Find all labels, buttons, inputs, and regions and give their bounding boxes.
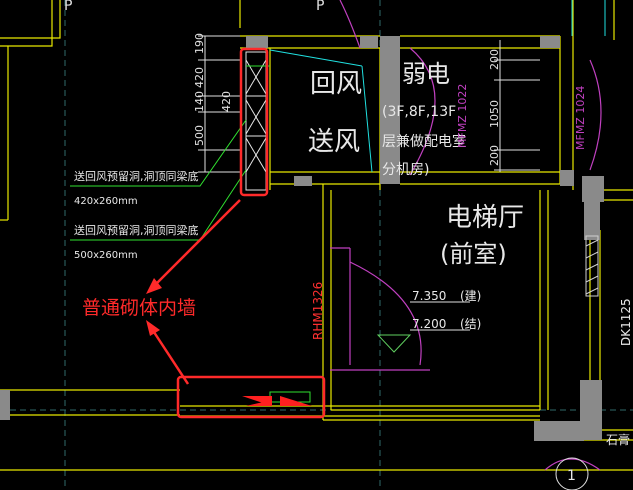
annotation-overlay: 普通砌体内墙 xyxy=(82,47,326,419)
door-swings xyxy=(330,0,602,471)
annotation-arrowhead-2 xyxy=(146,320,160,336)
annotation-arrow-2 xyxy=(148,325,190,385)
right-dimension-texts: 200 1050 200 xyxy=(488,49,501,166)
elevation-type-struct: (结) xyxy=(460,317,481,331)
elevation-value-arch: 7.350 xyxy=(412,289,446,303)
note-1-text: 送回风预留洞,洞顶同梁底 xyxy=(74,169,199,183)
note-2-size: 500x260mm xyxy=(74,250,138,261)
axis-marker-circle xyxy=(555,457,589,490)
top-letter-middle: P xyxy=(316,0,324,14)
dim-420-b: 420 xyxy=(220,91,233,112)
dim-140: 140 xyxy=(193,91,206,112)
room-label-supply-air: 送风 xyxy=(308,127,360,157)
dim-200-bottom: 200 xyxy=(488,145,501,166)
elevation-type-arch: (建) xyxy=(460,289,481,303)
annotation-arrowhead-1 xyxy=(146,278,162,294)
door-triangle xyxy=(376,334,412,353)
door-tag-mfmz-1024: MFMZ 1024 xyxy=(574,86,587,150)
dim-1050: 1050 xyxy=(488,100,501,128)
room-label-return-air: 回风 xyxy=(310,69,362,99)
elevation-marks xyxy=(410,301,470,331)
annotation-arrow-1 xyxy=(149,199,241,291)
weak-current-note-3: 分机房) xyxy=(382,162,429,178)
bottom-wall-element xyxy=(242,391,312,406)
note-2-text: 送回风预留洞,洞顶同梁底 xyxy=(74,223,199,237)
annotation-box-vent[interactable] xyxy=(239,47,269,197)
shaft-lines xyxy=(269,0,606,173)
dim-420-a: 420 xyxy=(193,67,206,88)
top-letter-left: P xyxy=(64,0,72,14)
dim-190: 190 xyxy=(193,33,206,54)
room-label-elevator-hall-sub: (前室) xyxy=(440,240,507,268)
door-tag-dk1125: DK1125 xyxy=(619,298,633,346)
door-tag-mfmz-1022: MFMZ 1022 xyxy=(456,84,469,148)
axis-marker-label: 1 xyxy=(567,468,576,484)
corner-text: 石膏 xyxy=(606,432,630,447)
left-dimension-chain xyxy=(198,35,240,173)
door-tag-rhm1326: RHM1326 xyxy=(311,282,325,340)
room-label-weak-current: 弱电 xyxy=(402,60,450,88)
wall-fills xyxy=(0,36,604,441)
annotation-label: 普通砌体内墙 xyxy=(82,297,196,319)
weak-current-note-1: (3F,8F,13F xyxy=(382,104,456,120)
room-label-elevator-hall: 电梯厅 xyxy=(446,203,524,233)
dim-200-top: 200 xyxy=(488,49,501,70)
elevation-value-struct: 7.200 xyxy=(412,317,446,331)
note-1-size: 420x260mm xyxy=(74,196,138,207)
dim-500: 500 xyxy=(193,125,206,146)
right-column-hatch xyxy=(585,235,599,297)
right-dimension-chain xyxy=(494,40,540,172)
weak-current-note-2: 层兼做配电室 xyxy=(382,133,466,150)
annotation-box-bottom-wall[interactable] xyxy=(176,375,326,419)
left-dimension-texts: 190 420 140 420 500 xyxy=(193,33,233,146)
